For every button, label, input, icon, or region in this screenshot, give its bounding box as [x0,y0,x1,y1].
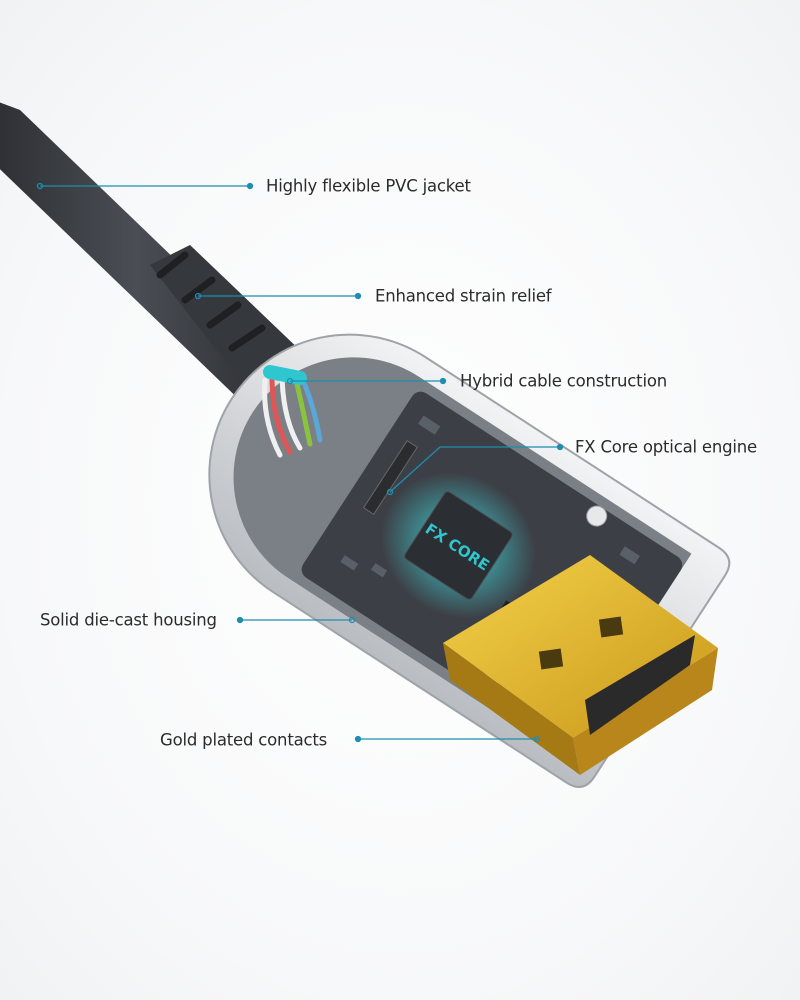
callout-lines [36,182,564,743]
hybrid-cable-wires [262,365,323,458]
callout-housing: Solid die-cast housing [40,610,217,630]
callout-hybrid-cable: Hybrid cable construction [460,371,667,391]
callout-strain-relief: Enhanced strain relief [375,286,552,306]
gold-plated-contacts [443,555,718,775]
callout-pvc-jacket: Highly flexible PVC jacket [266,176,471,196]
callout-optical-engine: FX Core optical engine [575,437,757,457]
fx-core-chip [404,491,513,600]
callout-gold-contacts: Gold plated contacts [160,730,328,750]
